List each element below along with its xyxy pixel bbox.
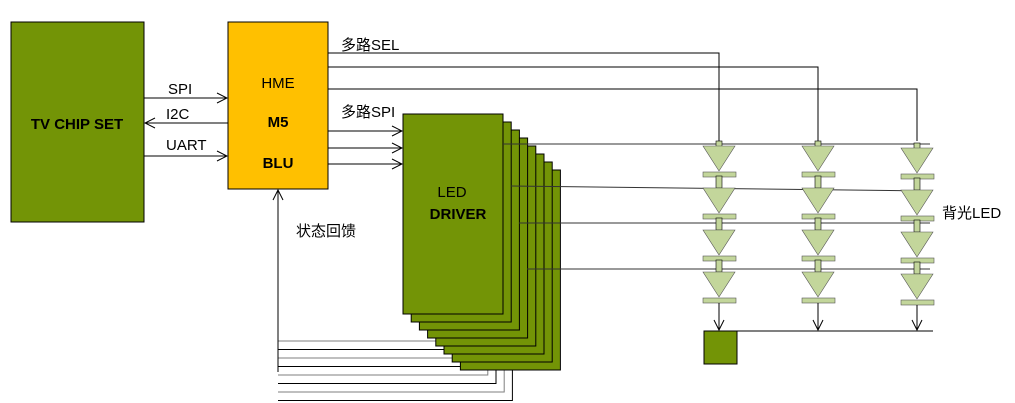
led-connector bbox=[715, 175, 723, 189]
led-driver-board-1 bbox=[402, 113, 504, 315]
led-connector bbox=[913, 177, 921, 191]
feedback-line-8 bbox=[278, 370, 513, 401]
led-connector bbox=[814, 217, 822, 231]
led-cathode-bar bbox=[801, 297, 836, 304]
sel-line-3 bbox=[328, 88, 918, 141]
led-diode-icon bbox=[702, 145, 736, 172]
feedback-line-7 bbox=[278, 362, 505, 393]
led-diode-icon bbox=[702, 271, 736, 298]
mcu-label-hme: HME bbox=[261, 75, 294, 92]
led-column-3 bbox=[900, 142, 935, 330]
led-diode-icon bbox=[900, 147, 934, 174]
uart-label: UART bbox=[166, 137, 207, 154]
sel-lines bbox=[328, 52, 918, 141]
led-diode-icon bbox=[801, 145, 835, 172]
mcu-block: HME M5 BLU bbox=[227, 21, 329, 190]
led-cathode-bar bbox=[900, 299, 935, 306]
backlight-led-label: 背光LED bbox=[942, 205, 1001, 222]
led-connector bbox=[913, 261, 921, 275]
led-diode-icon bbox=[900, 189, 934, 216]
led-column-2 bbox=[801, 140, 836, 330]
driver-label-led: LED bbox=[437, 184, 466, 201]
led-connector bbox=[715, 217, 723, 231]
led-connector bbox=[715, 259, 723, 273]
led-cathode-bar bbox=[702, 297, 737, 304]
backlight-led-columns bbox=[702, 140, 935, 330]
mcu-label-blu: BLU bbox=[263, 155, 294, 172]
tv-mcu-links bbox=[144, 98, 228, 156]
current-sink-block bbox=[703, 330, 738, 365]
tv-chip-set-label: TV CHIP SET bbox=[31, 116, 123, 133]
led-diode-icon bbox=[801, 229, 835, 256]
led-connector bbox=[814, 259, 822, 273]
led-diode-icon bbox=[702, 229, 736, 256]
i2c-label: I2C bbox=[166, 106, 190, 123]
sel-line-1 bbox=[328, 52, 720, 141]
feedback-label: 状态回馈 bbox=[296, 223, 356, 240]
led-diode-icon bbox=[900, 273, 934, 300]
led-connector bbox=[913, 219, 921, 233]
driver-label-driver: DRIVER bbox=[430, 206, 487, 223]
led-diode-icon bbox=[702, 187, 736, 214]
spi-label: SPI bbox=[168, 81, 192, 98]
sel-bus-label: 多路SEL bbox=[341, 37, 399, 54]
led-driver-stack bbox=[402, 113, 561, 371]
led-connector bbox=[814, 175, 822, 189]
sel-line-2 bbox=[328, 66, 819, 141]
led-diode-icon bbox=[801, 271, 835, 298]
led-diode-icon bbox=[900, 231, 934, 258]
tv-chip-set-block: TV CHIP SET bbox=[10, 21, 145, 223]
led-column-1 bbox=[702, 140, 737, 330]
mcu-label-m5: M5 bbox=[268, 114, 289, 131]
led-diode-icon bbox=[801, 187, 835, 214]
spi-bus-label: 多路SPI bbox=[341, 104, 395, 121]
spi-bus-arrows bbox=[328, 131, 402, 164]
